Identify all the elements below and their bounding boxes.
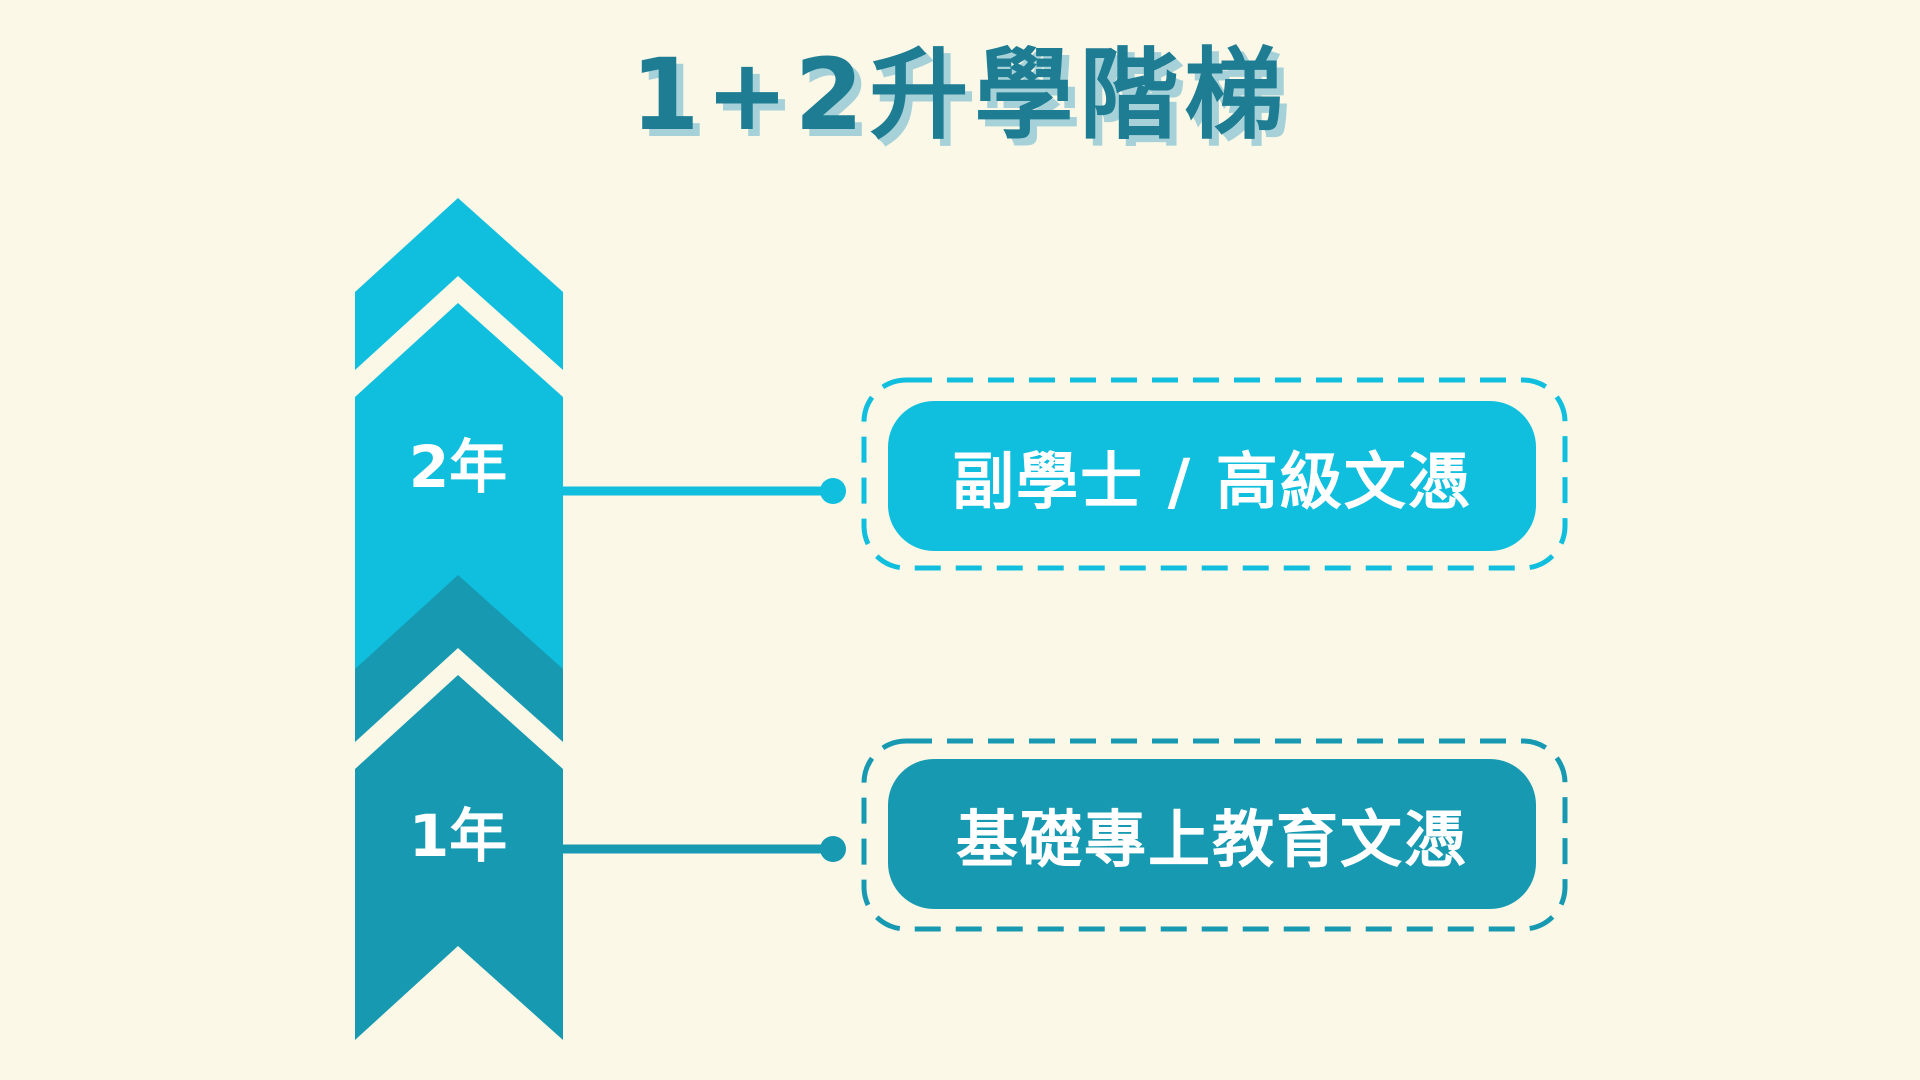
- step1-chevron-notch: [355, 648, 563, 769]
- step1-duration-label: 1年: [409, 802, 507, 870]
- qualification-card-associate-degree-label: 副學士 / 高級文憑: [952, 445, 1472, 518]
- step1-card-dashed-border: [861, 738, 1568, 932]
- qualification-card-foundation-diploma-label: 基礎專上教育文憑: [955, 803, 1468, 876]
- step2-duration-label: 2年: [409, 433, 507, 501]
- step1-connector-dot: [820, 836, 846, 862]
- qualification-card-associate-degree: 副學士 / 高級文憑: [888, 401, 1536, 551]
- step2-connector-dot: [820, 478, 846, 504]
- qualification-card-foundation-diploma: 基礎專上教育文憑: [888, 759, 1536, 909]
- step2-chevron-notch: [355, 276, 563, 397]
- page-title: 1+2升學階梯: [630, 38, 1290, 153]
- step1-arrow-body: [355, 575, 563, 1040]
- step2-card-dashed-border: [861, 377, 1568, 571]
